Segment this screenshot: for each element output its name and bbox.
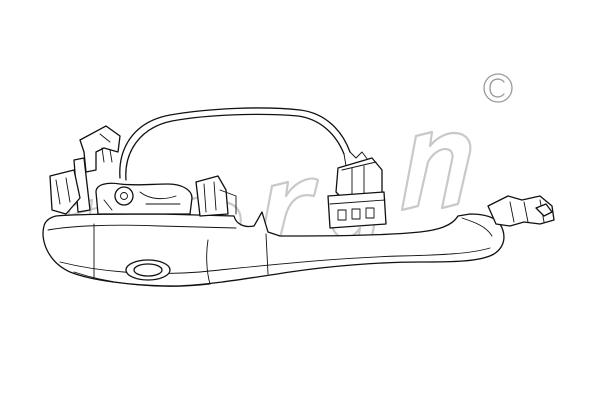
copyright-icon: [483, 73, 513, 103]
handle-cable: [119, 107, 351, 181]
cable-plug-connector: [327, 151, 387, 229]
lock-cylinder: [125, 259, 171, 281]
handle-mechanism: [49, 125, 237, 217]
right-end-clip: [487, 195, 555, 227]
handle-body: [42, 211, 505, 287]
